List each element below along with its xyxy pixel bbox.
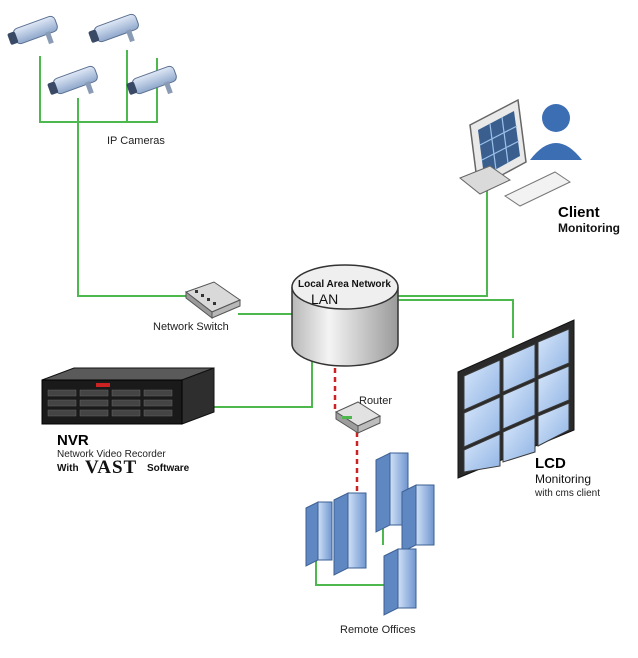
nvr-device-icon bbox=[41, 367, 215, 425]
lcd-note: with cms client bbox=[535, 488, 601, 499]
camera-to-switch-link bbox=[77, 122, 200, 297]
lan-to-lcd-link bbox=[398, 299, 514, 338]
remote-office-servers-icon bbox=[305, 452, 435, 616]
lan-links bbox=[39, 50, 514, 586]
server-5-icon bbox=[383, 548, 417, 616]
nvr-subtitle: Network Video Recorder bbox=[57, 449, 166, 460]
ip-camera-3-icon bbox=[47, 65, 98, 95]
network-switch-label: Network Switch bbox=[153, 321, 229, 333]
server-1-icon bbox=[305, 501, 333, 567]
client-title: Client bbox=[558, 204, 600, 221]
lan-short-label: LAN bbox=[311, 291, 339, 307]
lan-cylinder-icon bbox=[291, 264, 399, 367]
lcd-title: LCD bbox=[535, 455, 566, 472]
remote-offices-label: Remote Offices bbox=[340, 624, 416, 636]
ip-cameras-label: IP Cameras bbox=[107, 135, 165, 147]
server-4-icon bbox=[401, 484, 435, 553]
ip-camera-4-icon bbox=[126, 65, 177, 95]
nvr-title: NVR bbox=[57, 432, 89, 449]
network-switch-icon bbox=[184, 281, 242, 320]
lan-to-nvr-link bbox=[205, 358, 313, 408]
server-2-icon bbox=[333, 492, 367, 576]
nvr-with-label: With bbox=[57, 463, 79, 474]
lcd-video-wall-icon bbox=[457, 319, 575, 479]
client-subtitle: Monitoring bbox=[558, 221, 620, 235]
nvr-software-label: Software bbox=[147, 463, 190, 474]
nvr-brand-logo: VAST bbox=[85, 457, 138, 478]
router-label: Router bbox=[359, 395, 393, 407]
wan-links bbox=[333, 368, 359, 500]
ip-camera-1-icon bbox=[7, 15, 58, 45]
lan-title-label: Local Area Network bbox=[298, 279, 391, 290]
lcd-subtitle: Monitoring bbox=[535, 472, 592, 486]
ip-camera-2-icon bbox=[88, 13, 139, 43]
lan-to-client-link bbox=[398, 186, 488, 297]
router-icon bbox=[334, 401, 382, 434]
camera-link-top bbox=[39, 56, 158, 123]
client-workstation-icon bbox=[459, 98, 582, 207]
